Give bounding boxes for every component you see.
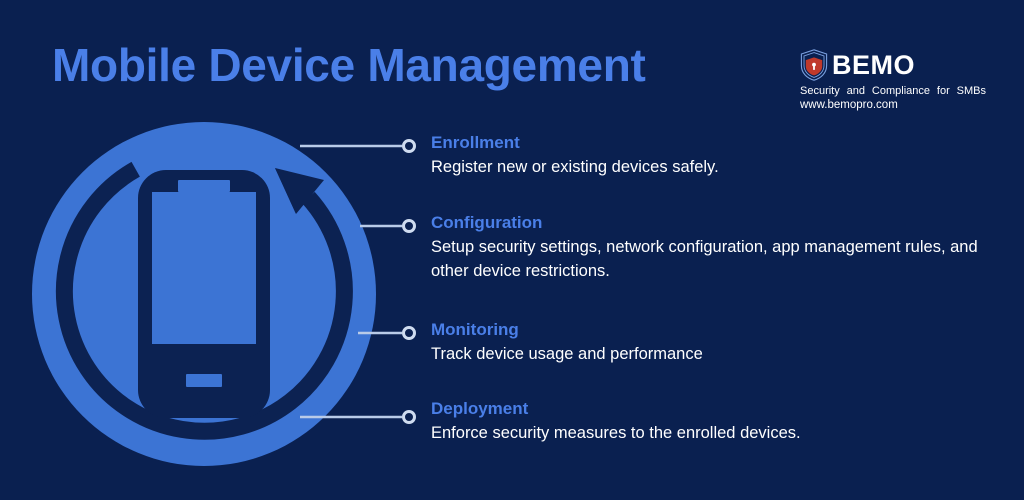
item-title: Deployment	[431, 399, 529, 418]
logo-tagline: Security and Compliance for SMBs	[800, 85, 986, 97]
keyhole-icon	[812, 62, 816, 67]
list-item: Enrollment Register new or existing devi…	[431, 132, 997, 180]
bullet-marker-1	[402, 139, 416, 153]
list-item: Configuration Setup security settings, n…	[431, 212, 997, 283]
item-title: Configuration	[431, 213, 543, 232]
item-description: Enforce security measures to the enrolle…	[431, 424, 801, 443]
item-title: Monitoring	[431, 320, 519, 339]
item-description: Setup security settings, network configu…	[431, 238, 978, 280]
bullet-marker-2	[402, 219, 416, 233]
item-description: Track device usage and performance	[431, 345, 703, 364]
shield-lock-icon	[800, 49, 828, 81]
logo-url[interactable]: www.bemopro.com	[800, 98, 898, 111]
logo-wordmark: BEMO	[832, 49, 915, 80]
page-title: Mobile Device Management	[52, 39, 646, 91]
refresh-arrow-ring	[55, 161, 353, 440]
list-item: Deployment Enforce security measures to …	[431, 398, 997, 446]
bullet-marker-3	[402, 326, 416, 340]
phone-device	[138, 170, 270, 418]
item-description: Register new or existing devices safely.	[431, 158, 719, 177]
phone-speaker	[178, 180, 230, 192]
list-item: Monitoring Track device usage and perfor…	[431, 319, 997, 367]
phone-home-button	[186, 374, 222, 387]
bullet-marker-4	[402, 410, 416, 424]
logo-row: BEMO	[800, 48, 990, 82]
item-title: Enrollment	[431, 133, 520, 152]
brand-logo: BEMO Security and Compliance for SMBs ww…	[800, 48, 990, 113]
phone-screen	[152, 192, 256, 344]
mobile-device-refresh-icon	[32, 122, 376, 466]
